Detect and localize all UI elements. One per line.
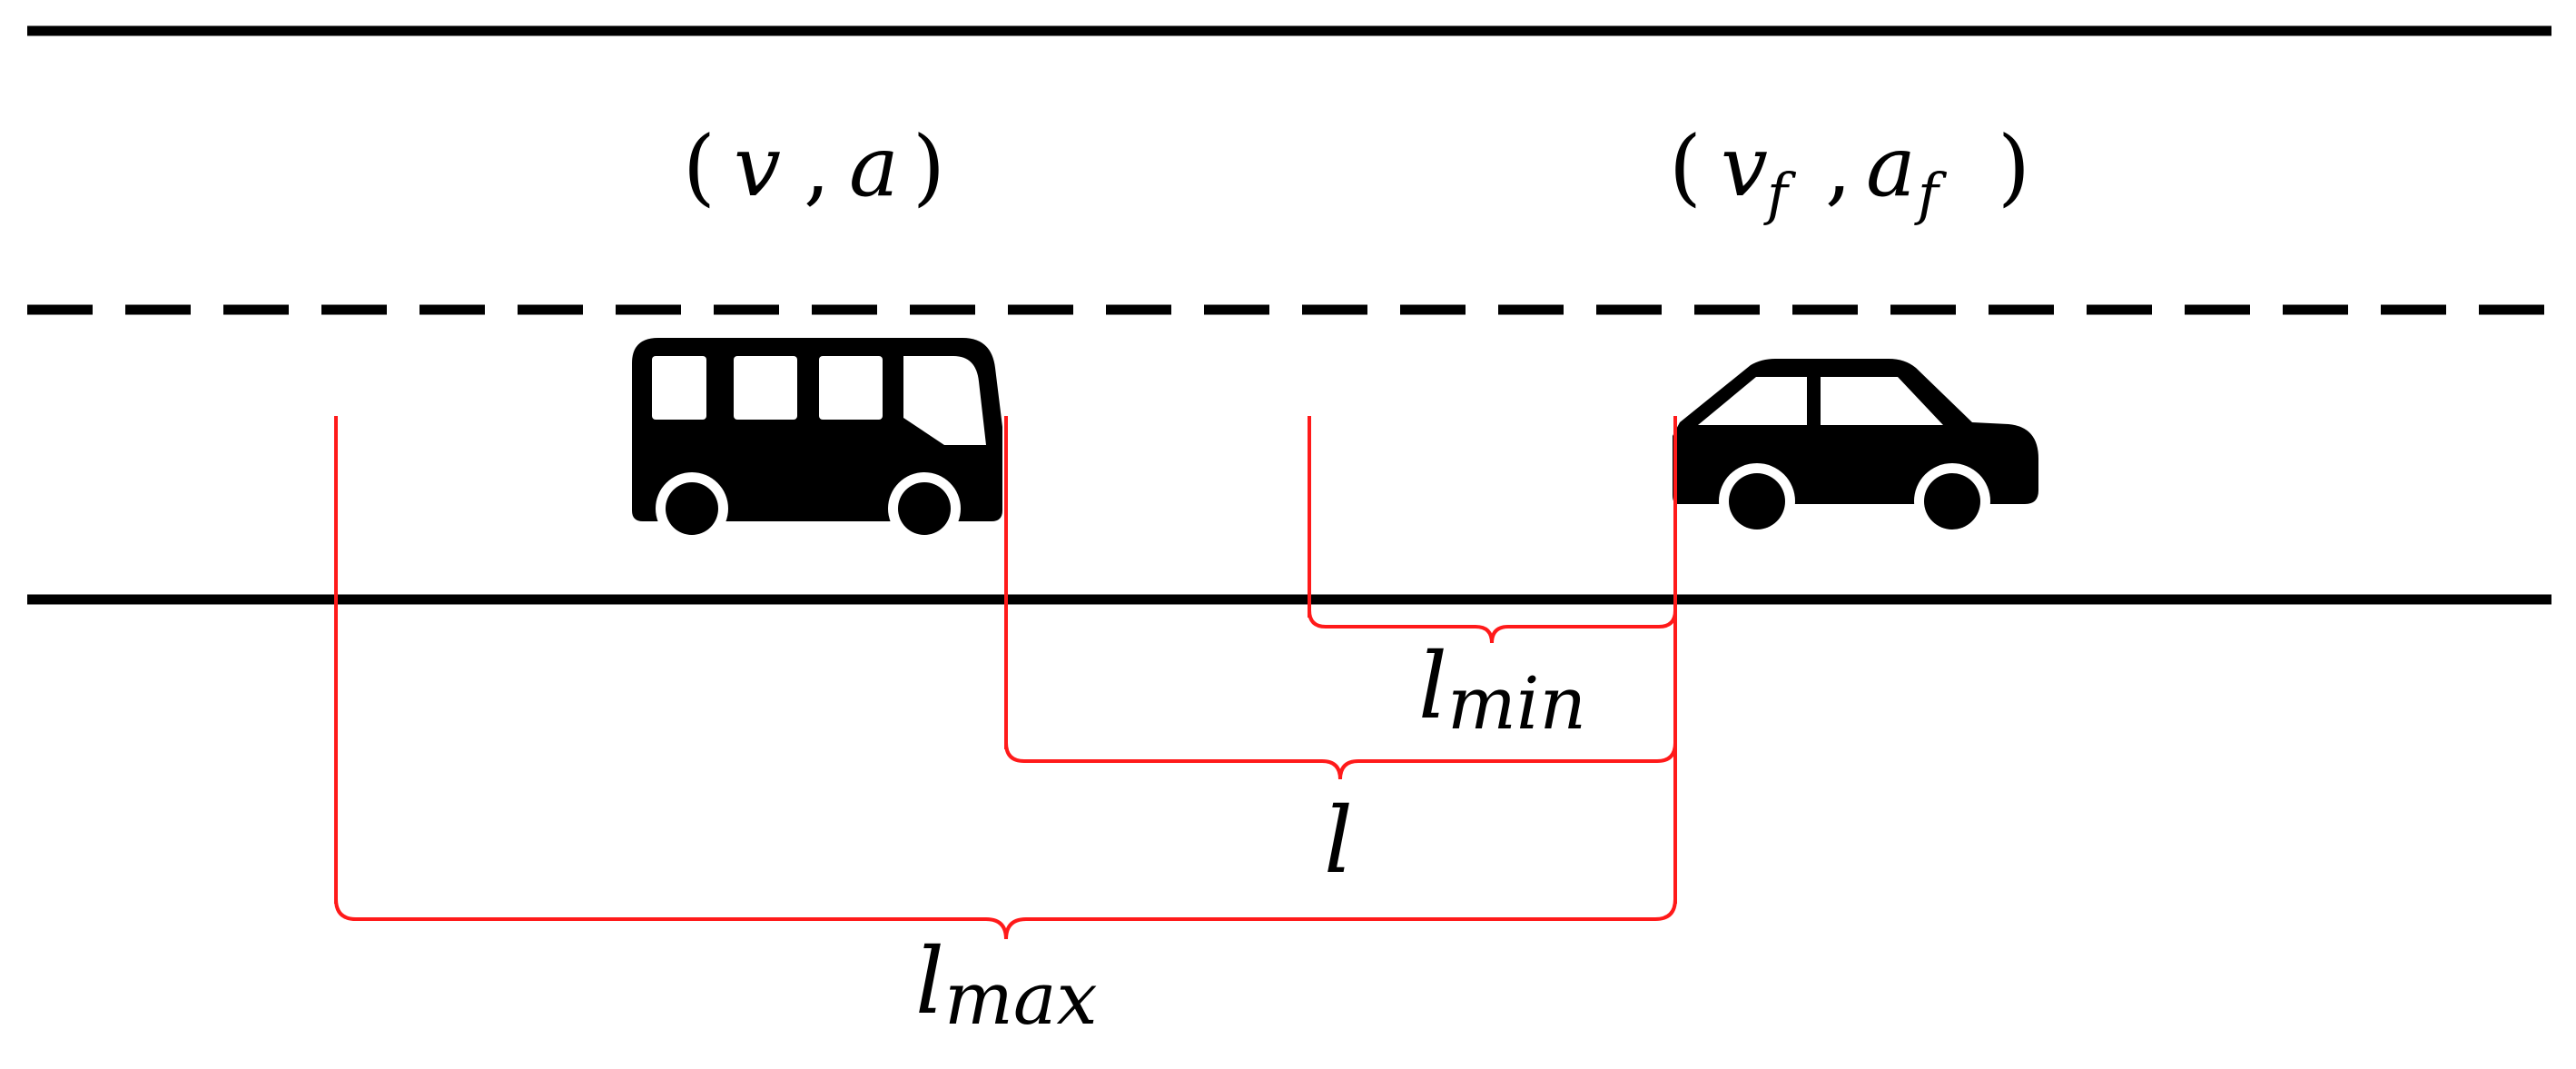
bus-icon (632, 338, 1002, 545)
lmax-brace (334, 898, 1677, 940)
lmin-label: l min (1418, 633, 1586, 746)
l-label: l (1324, 787, 1353, 894)
l-brace (1004, 742, 1677, 780)
car-icon (1673, 359, 2038, 539)
lmin-brace (1308, 609, 1677, 644)
lmax-label: l max (915, 928, 1098, 1041)
car-state-label: ( v f , a f ) (1669, 118, 2030, 232)
bus-state-label: ( v , a ) (683, 118, 945, 215)
